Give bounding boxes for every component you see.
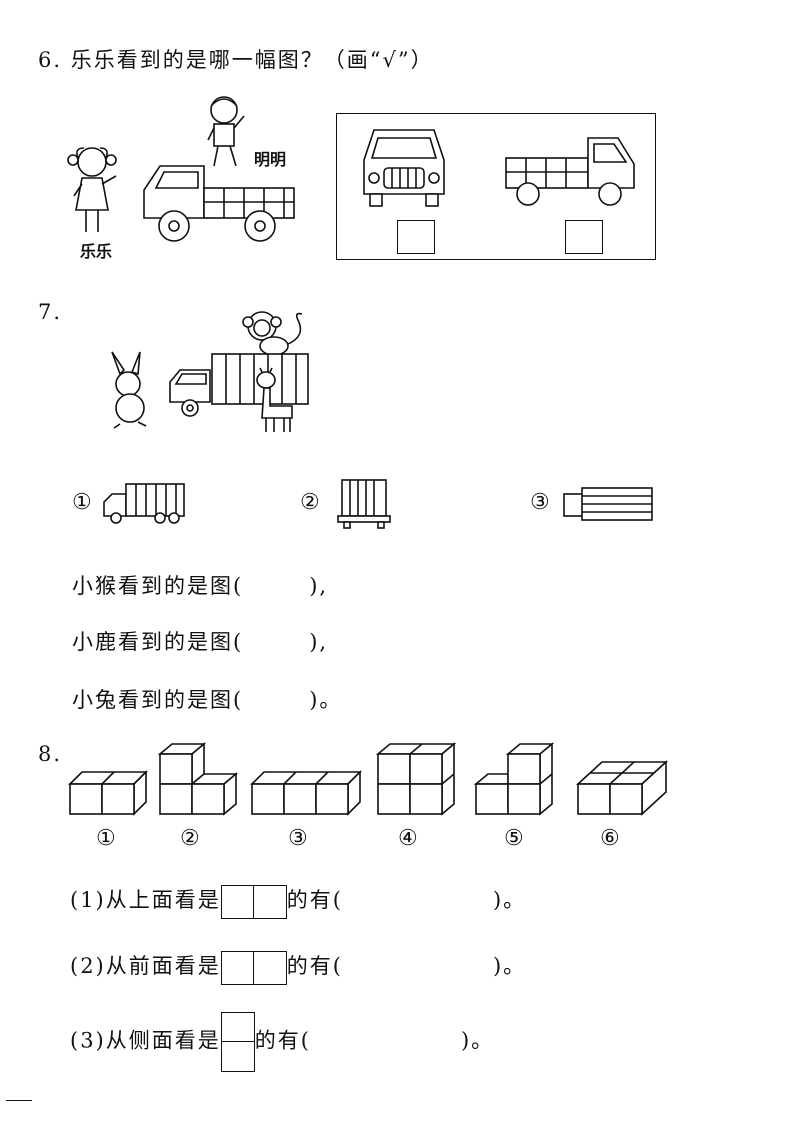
cube-figure-6 — [575, 760, 669, 816]
figure-3-label: ③ — [288, 826, 308, 851]
checkbox-front-view[interactable] — [397, 220, 435, 254]
q7-number: 7. — [38, 300, 63, 324]
option-1-truck-side — [103, 483, 185, 524]
cube-figure-5 — [473, 742, 555, 816]
q8-sub-1-end: )。 — [492, 888, 527, 912]
figure-5-label: ⑤ — [504, 826, 524, 851]
q7-line-2-end: ), — [309, 630, 329, 654]
q7-line-3: 小兔看到的是图( )。 — [72, 684, 342, 714]
label-mingming: 明明 — [254, 150, 287, 169]
option-2-truck-back — [337, 479, 391, 529]
option-1-label: ① — [72, 490, 92, 515]
q8-sub-2-end: )。 — [492, 954, 527, 978]
rabbit-illustration — [111, 351, 147, 429]
q7-line-1-prompt: 小猴看到的是图( — [72, 574, 244, 598]
page-edge-mark — [6, 1100, 32, 1101]
top-view-two-squares-icon — [220, 884, 287, 919]
q7-line-3-prompt: 小兔看到的是图( — [72, 688, 244, 712]
label-lele: 乐乐 — [80, 242, 113, 261]
q8-sub-1: (1)从上面看是 的有( )。 — [70, 884, 526, 919]
option-3-truck-top — [563, 487, 653, 521]
q8-sub-1-prompt: (1)从上面看是 — [70, 888, 221, 912]
q7-line-2: 小鹿看到的是图(), — [72, 626, 328, 656]
q7-line-1: 小猴看到的是图(), — [72, 570, 328, 600]
q8-number: 8. — [38, 742, 63, 766]
truck-back-side-illustration — [505, 137, 635, 206]
cube-figure-4 — [375, 742, 457, 816]
figure-6-label: ⑥ — [600, 826, 620, 851]
girl-lele-illustration — [67, 147, 117, 232]
cube-figure-2 — [157, 742, 239, 816]
cube-figure-1 — [68, 770, 148, 816]
q8-sub-3-prompt: (3)从侧面看是 — [70, 1028, 221, 1053]
q8-sub-3-mid: 的有( — [254, 1028, 311, 1053]
deer-illustration — [256, 367, 293, 432]
q6-title: 6. 乐乐看到的是哪一幅图？（画“√”） — [38, 48, 434, 72]
q8-sub-2-mid: 的有( — [286, 954, 343, 978]
monkey-illustration — [242, 311, 303, 356]
q7-line-1-end: ), — [309, 574, 329, 598]
cube-figure-3 — [250, 770, 362, 816]
boy-mingming-illustration — [207, 96, 245, 167]
figure-4-label: ④ — [398, 826, 418, 851]
truck-front-illustration — [363, 129, 445, 207]
truck-crate-illustration — [169, 353, 309, 417]
checkbox-side-view[interactable] — [565, 220, 603, 254]
q7-line-3-end: )。 — [309, 688, 343, 712]
q8-sub-2: (2)从前面看是 的有( )。 — [70, 950, 526, 985]
side-view-stacked-squares-icon — [220, 1012, 255, 1072]
option-3-label: ③ — [530, 490, 550, 515]
q7-line-2-prompt: 小鹿看到的是图( — [72, 630, 244, 654]
q8-sub-3: (3)从侧面看是 的有( )。 — [70, 1012, 494, 1072]
figure-1-label: ① — [96, 826, 116, 851]
answer-frame — [336, 113, 656, 260]
q8-sub-3-end: )。 — [460, 1028, 495, 1053]
q8-sub-1-mid: 的有( — [286, 888, 343, 912]
figure-2-label: ② — [180, 826, 200, 851]
truck-side-illustration — [143, 165, 295, 242]
front-view-two-squares-icon — [220, 950, 287, 985]
q8-sub-2-prompt: (2)从前面看是 — [70, 954, 221, 978]
option-2-label: ② — [300, 490, 320, 515]
